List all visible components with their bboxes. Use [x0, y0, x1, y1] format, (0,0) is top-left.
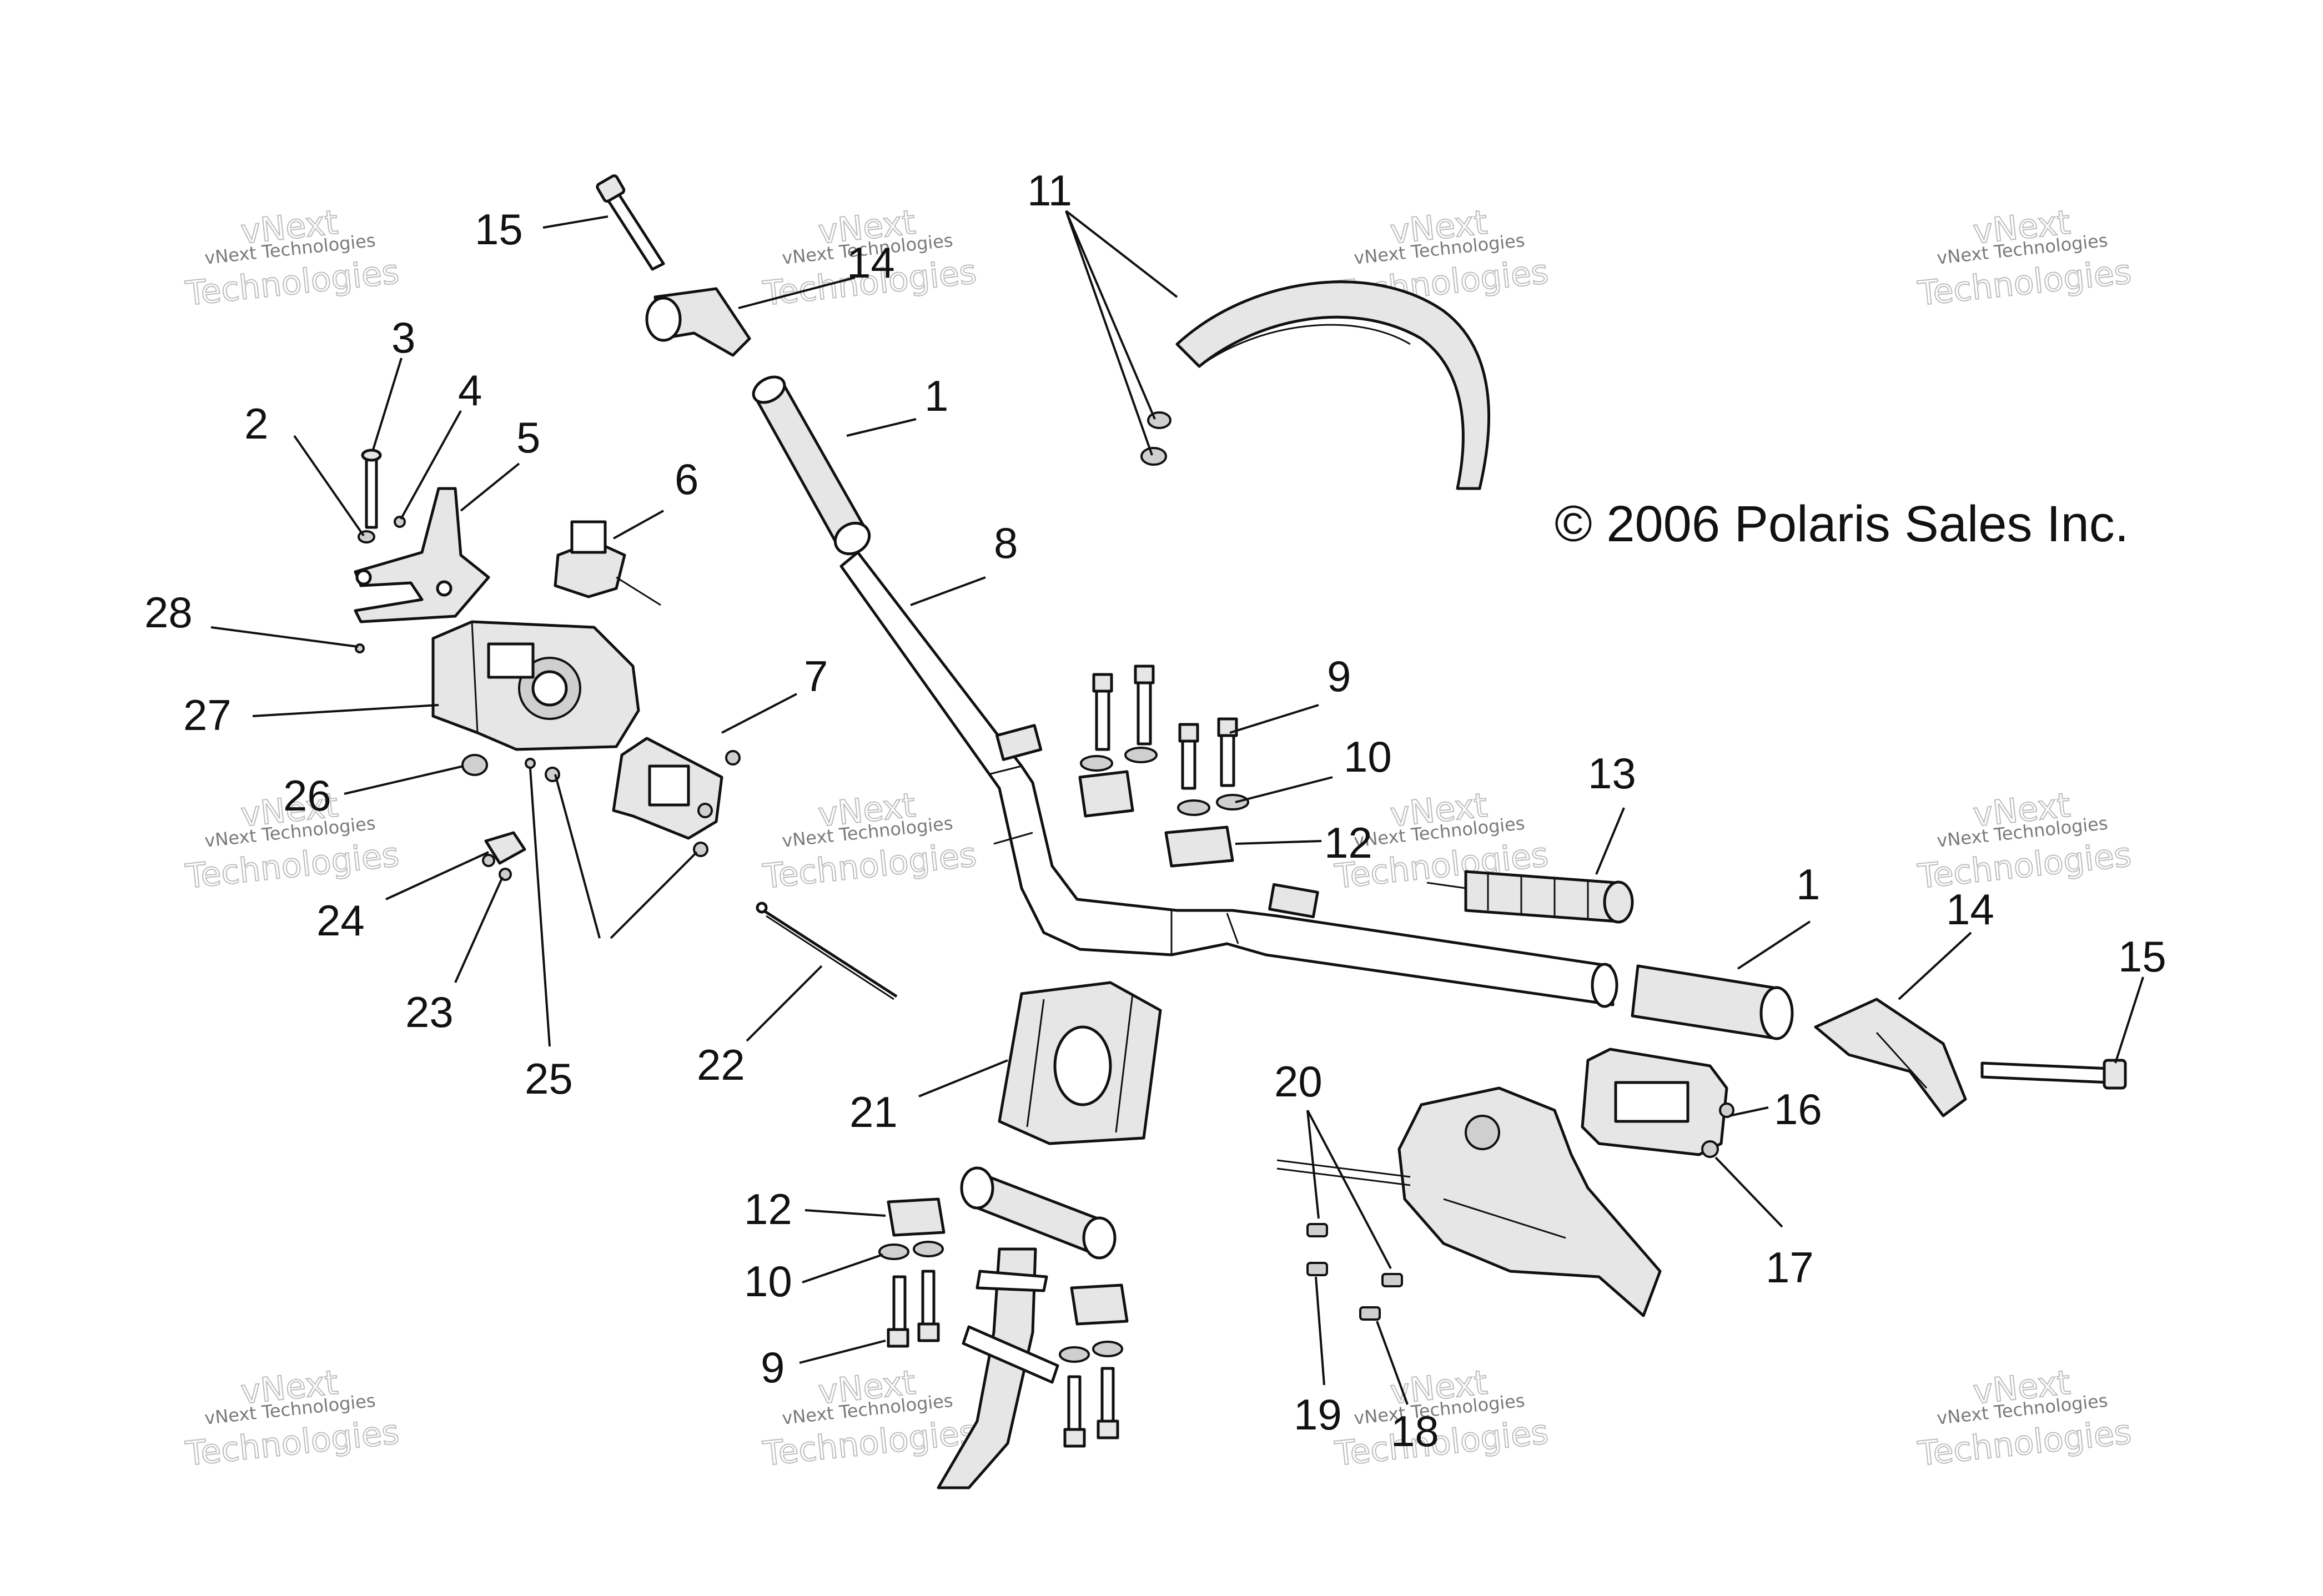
callout-14-right: 14: [1946, 885, 1994, 934]
switch-housing-part: [431, 620, 640, 751]
callout-20: 20: [1274, 1057, 1323, 1106]
throttle-grip-part: [1426, 870, 1634, 924]
callout-23-left: 23: [405, 988, 454, 1036]
bolts-9-lower-part: [887, 1270, 1119, 1448]
clamp-12-lower-part: [887, 1197, 1129, 1326]
callout-14-top: 14: [847, 238, 895, 287]
riser-block-part: [998, 981, 1162, 1145]
callout-4: 4: [458, 366, 482, 415]
plate-24-part: [484, 831, 526, 865]
grip-right-part: [1631, 964, 1794, 1040]
callout-26: 26: [283, 771, 331, 820]
grip-left-part: [752, 375, 871, 556]
callout-3: 3: [391, 313, 415, 362]
bolts-9-upper-part: [1092, 664, 1238, 790]
callout-6: 6: [675, 455, 698, 504]
callout-10-upper: 10: [1344, 732, 1392, 781]
callout-7: 7: [804, 652, 828, 701]
cable-22-part: [756, 902, 898, 1000]
callout-13: 13: [1588, 749, 1636, 798]
screws-23-part: [482, 750, 741, 881]
callout-21: 21: [849, 1088, 898, 1136]
callout-5: 5: [516, 413, 540, 462]
bar-end-right-part: [1814, 998, 1967, 1117]
bar-end-left-part: [645, 287, 751, 357]
copyright-notice: © 2006 Polaris Sales Inc.: [1555, 496, 2129, 552]
callout-15-right: 15: [2118, 932, 2166, 981]
clamp-12-upper-part: [1078, 770, 1234, 868]
knob-26-part: [461, 754, 488, 776]
steering-post-part: [937, 1166, 1117, 1489]
callout-27: 27: [183, 691, 232, 739]
callout-9-upper: 9: [1327, 652, 1351, 701]
housing-cover-part: [612, 737, 723, 840]
callout-16: 16: [1774, 1085, 1822, 1134]
pin-3-part: [361, 449, 382, 529]
callout-11: 11: [1027, 166, 1072, 215]
callout-25: 25: [525, 1054, 573, 1103]
washers-10-lower-part: [878, 1241, 1123, 1363]
callout-1-right: 1: [1796, 860, 1820, 909]
callout-labels: 15 14 11 3 4 2 5 1 6 28 8 27 7 9 26 10 1…: [144, 166, 2166, 1456]
callout-18: 18: [1391, 1407, 1439, 1456]
callout-12-upper: 12: [1324, 818, 1372, 867]
screws-18-19-20-part: [1306, 1223, 1403, 1321]
spring-25-part: [525, 758, 536, 769]
brake-master-cylinder-part: [1276, 1086, 1662, 1317]
callout-8: 8: [994, 518, 1018, 567]
callout-10-lower: 10: [744, 1257, 792, 1306]
clip-4-part: [394, 516, 406, 528]
callout-17: 17: [1766, 1243, 1814, 1292]
washers-10-upper-part: [1080, 747, 1249, 816]
callout-1-left: 1: [924, 371, 948, 420]
crossbar-pad-part: [1140, 280, 1491, 490]
switch-housing-right-part: [1581, 1048, 1734, 1158]
callout-2: 2: [244, 399, 268, 448]
callout-15-top: 15: [475, 205, 523, 254]
bracket-part: [354, 487, 490, 623]
bolt-15-top-part: [596, 174, 665, 271]
bolt-15-right-part: [1980, 1059, 2127, 1090]
leader-lines: [210, 210, 2144, 1405]
callout-22: 22: [697, 1040, 745, 1089]
callout-24: 24: [316, 896, 365, 945]
callout-9-lower: 9: [761, 1343, 785, 1392]
kill-switch-part: [554, 520, 661, 606]
callout-12-lower: 12: [744, 1185, 792, 1233]
handlebar-part: [839, 551, 1618, 1008]
callout-19: 19: [1294, 1390, 1342, 1439]
callout-28: 28: [144, 588, 193, 637]
